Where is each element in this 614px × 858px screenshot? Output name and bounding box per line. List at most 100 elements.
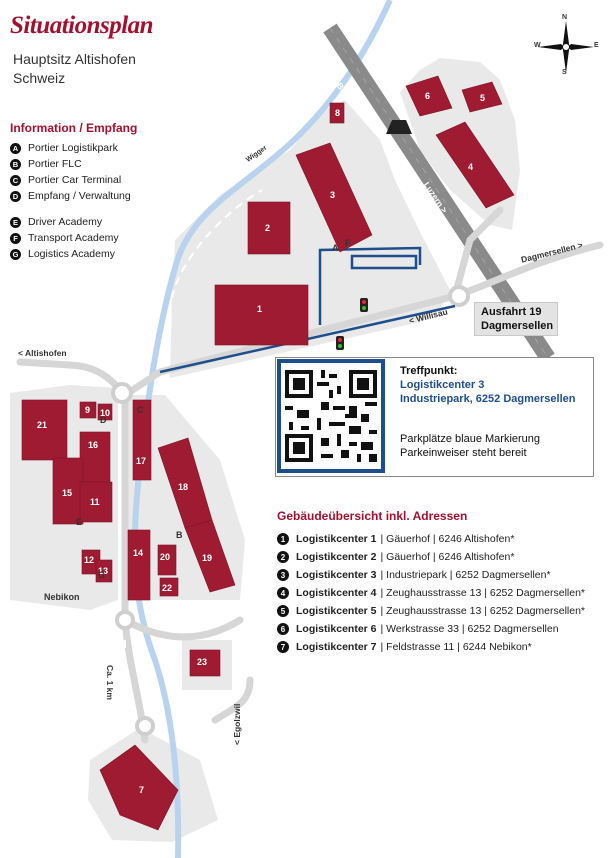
building-name: Logistikcenter 6	[296, 623, 377, 635]
legend-heading: Information / Empfang	[10, 121, 138, 135]
marker-building-9: 9	[85, 405, 91, 415]
parking-info: Parkplätze blaue Markierung Parkeinweise…	[400, 432, 540, 460]
building-8	[329, 102, 345, 124]
legend-label: Logistics Academy	[28, 248, 115, 260]
buildings-heading: Gebäudeübersicht inkl. Adressen	[277, 509, 468, 523]
compass-rose-icon	[538, 21, 594, 73]
qr-code-icon[interactable]	[281, 363, 381, 469]
legend-item-g: G Logistics Academy	[10, 246, 131, 262]
marker-building-16: 16	[88, 440, 99, 450]
legend-badge: A	[10, 142, 21, 154]
marker-building-3: 3	[330, 190, 336, 200]
roundabout-west	[111, 382, 133, 404]
meeting-point-address: Industriepark, 6252 Dagmersellen	[400, 393, 576, 405]
marker-building-5: 5	[480, 93, 486, 103]
building-logistikcenter-1	[214, 284, 309, 346]
marker-building-6: 6	[425, 91, 431, 101]
building-name: Logistikcenter 1	[296, 533, 377, 545]
road-egolzwil	[211, 676, 254, 724]
highway-junction-icon	[386, 120, 412, 134]
building-logistikcenter-4	[435, 121, 515, 209]
compass-south-label: S	[562, 69, 567, 76]
building-11	[79, 481, 113, 523]
place-label-nebikon: Nebikon	[44, 592, 80, 602]
legend-label: Transport Academy	[28, 232, 119, 244]
roundabout-nebikon	[135, 716, 155, 736]
marker-building-18: 18	[178, 482, 189, 492]
marker-access-A: A	[332, 243, 339, 253]
building-logistikcenter-3	[295, 142, 373, 253]
building-row-4: 4 Logistikcenter 4| Zeughausstrasse 13 | …	[277, 584, 585, 602]
building-badge: 1	[277, 533, 289, 545]
legend-label: Portier Car Terminal	[28, 174, 122, 186]
marker-building-8: 8	[335, 108, 341, 118]
page-title: Situationsplan	[10, 12, 154, 39]
building-logistikcenter-7	[99, 744, 179, 831]
meeting-point-text: Treffpunkt: Logistikcenter 3 Industriepa…	[400, 364, 575, 406]
qr-code-frame	[277, 359, 385, 473]
building-9	[79, 401, 97, 419]
exit-number: Ausfahrt 19	[481, 306, 542, 318]
meeting-point-heading: Treffpunkt:	[400, 365, 458, 377]
building-logistikcenter-6	[405, 75, 453, 117]
building-address: | Zeughausstrasse 13 | 6252 Dagmersellen…	[380, 605, 586, 617]
marker-building-15: 15	[62, 488, 73, 498]
marker-building-12: 12	[84, 555, 95, 565]
traffic-light-icon-2	[336, 336, 344, 350]
legend-badge: C	[10, 174, 21, 186]
marker-building-22: 22	[162, 583, 173, 593]
parking-area-marking	[350, 254, 418, 270]
legend-badge: G	[10, 248, 21, 260]
roundabout-east	[448, 285, 470, 307]
marker-access-B: B	[176, 530, 183, 540]
building-badge: 6	[277, 623, 289, 635]
marker-building-10: 10	[100, 408, 111, 418]
building-name: Logistikcenter 7	[296, 641, 377, 653]
marker-building-20: 20	[160, 552, 171, 562]
building-badge: 7	[277, 641, 289, 653]
building-address: | Gäuerhof | 6246 Altishofen*	[380, 551, 515, 563]
marker-building-19: 19	[202, 553, 213, 563]
legend-label: Portier FLC	[28, 158, 82, 170]
exit-name: Dagmersellen	[481, 320, 554, 332]
marker-access-F: F	[345, 238, 351, 248]
marker-building-14: 14	[133, 548, 144, 558]
subtitle-location: Hauptsitz Altishofen	[13, 51, 136, 67]
building-14	[127, 529, 151, 601]
building-name: Logistikcenter 4	[296, 587, 377, 599]
marker-access-D: D	[100, 415, 107, 425]
building-badge: 4	[277, 587, 289, 599]
legend-item-f: F Transport Academy	[10, 230, 131, 246]
building-badge: 3	[277, 569, 289, 581]
building-address: | Zeughausstrasse 13 | 6252 Dagmersellen…	[380, 587, 586, 599]
marker-building-13: 13	[98, 566, 109, 576]
building-name: Logistikcenter 2	[296, 551, 377, 563]
legend-item-a: A Portier Logistikpark	[10, 140, 131, 156]
river-wigger	[131, 0, 393, 858]
compass-west-label: W	[534, 42, 541, 49]
marker-building-11: 11	[90, 497, 100, 507]
roundabout-south	[115, 610, 135, 630]
road-label-distance: Ca. 1 km	[105, 665, 115, 700]
marker-building-21: 21	[37, 420, 48, 430]
subtitle-country: Schweiz	[13, 70, 66, 86]
legend-item-c: C Portier Car Terminal	[10, 172, 131, 188]
meeting-point-building: Logistikcenter 3	[400, 379, 485, 391]
legend-label: Portier Logistikpark	[28, 142, 118, 154]
legend-badge: E	[10, 216, 21, 228]
compass-east-label: E	[594, 42, 599, 49]
legend-badge: F	[10, 232, 21, 244]
marker-building-17: 17	[136, 456, 147, 466]
building-17	[132, 399, 152, 481]
building-23	[189, 649, 221, 677]
